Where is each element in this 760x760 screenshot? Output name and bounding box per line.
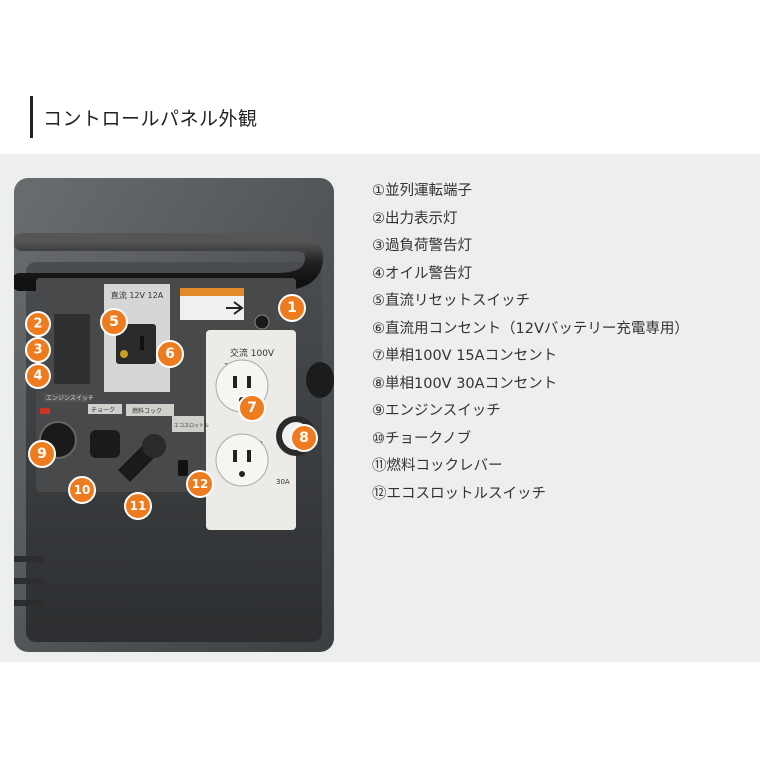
svg-text:7: 7 (247, 400, 257, 416)
choke-label-bg (88, 404, 122, 414)
callout-7: 7 (238, 394, 266, 422)
engine-switch-label: エンジンスイッチ (46, 395, 94, 402)
callout-9: 9 (28, 440, 56, 468)
callout-2: 2 (25, 311, 51, 337)
callout-11: 11 (124, 492, 152, 520)
svg-text:9: 9 (37, 446, 47, 462)
dc-reset-button (120, 350, 128, 358)
callout-1: 1 (278, 294, 306, 322)
callout-6: 6 (156, 340, 184, 368)
legend-item: ④オイル警告灯 (372, 265, 472, 282)
legend-item: ②出力表示灯 (372, 210, 458, 227)
vent-slat (14, 556, 44, 562)
choke-knob (90, 430, 120, 458)
svg-text:12: 12 (192, 477, 209, 491)
svg-text:8: 8 (299, 430, 309, 446)
svg-text:1: 1 (287, 300, 297, 316)
dc-outlet-slot (140, 336, 144, 350)
callout-5: 5 (100, 308, 128, 336)
side-knob (306, 362, 334, 398)
fuel-cock-label-bg (126, 404, 174, 416)
arrow-icon (226, 301, 244, 315)
parts-legend: ①並列運転端子 ②出力表示灯 ③過負荷警告灯 ④オイル警告灯 ⑤直流リセットスイ… (372, 178, 689, 508)
amp-30a: 30A (276, 478, 290, 486)
svg-text:4: 4 (33, 369, 42, 384)
legend-item: ⑤直流リセットスイッチ (372, 293, 530, 309)
page-title: コントロールパネル外観 (43, 107, 258, 130)
svg-text:6: 6 (165, 346, 175, 362)
svg-text:3: 3 (33, 343, 42, 358)
svg-text:11: 11 (130, 499, 147, 513)
eco-label: エコスロットル (174, 423, 209, 429)
choke-label: チョーク (91, 407, 115, 414)
callout-12: 12 (186, 470, 214, 498)
vent-slat (14, 600, 44, 606)
heading-accent-bar (30, 96, 33, 138)
dc-label: 直流 12V 12A (111, 290, 164, 300)
svg-text:5: 5 (109, 314, 119, 330)
legend-item: ⑧単相100V 30Aコンセント (372, 375, 558, 392)
eco-switch (178, 460, 188, 476)
svg-text:10: 10 (74, 483, 91, 497)
section-heading: コントロールパネル外観 (30, 96, 258, 138)
legend-item: ③過負荷警告灯 (372, 238, 472, 254)
fuel-cock-label: 燃料コック (132, 407, 162, 415)
legend-item: ⑨エンジンスイッチ (372, 403, 501, 419)
indicator-strip (54, 314, 90, 384)
legend-item: ⑫エコスロットルスイッチ (372, 485, 546, 502)
svg-text:2: 2 (33, 317, 42, 332)
parallel-terminal (254, 314, 270, 330)
legend-item: ⑩チョークノブ (372, 430, 472, 447)
legend-item: ⑪燃料コックレバー (372, 458, 503, 474)
ac-label: 交流 100V (230, 347, 275, 359)
callout-10: 10 (68, 476, 96, 504)
control-panel-photo: 直流 12V 12A 交流 100V 15A 15A 30A エンジンスイッチ … (14, 178, 334, 652)
vent-slat (14, 578, 44, 584)
outlet-15a-bottom (215, 433, 269, 487)
legend-item: ①並列運転端子 (372, 183, 472, 199)
engine-switch-label-bg (44, 394, 88, 402)
callout-4: 4 (25, 363, 51, 389)
legend-item: ⑦単相100V 15Aコンセント (372, 348, 558, 364)
callout-3: 3 (25, 337, 51, 363)
callout-8: 8 (290, 424, 318, 452)
legend-item: ⑥直流用コンセント（12Vバッテリー充電専用） (372, 320, 689, 337)
eco-label-bg (172, 416, 204, 432)
